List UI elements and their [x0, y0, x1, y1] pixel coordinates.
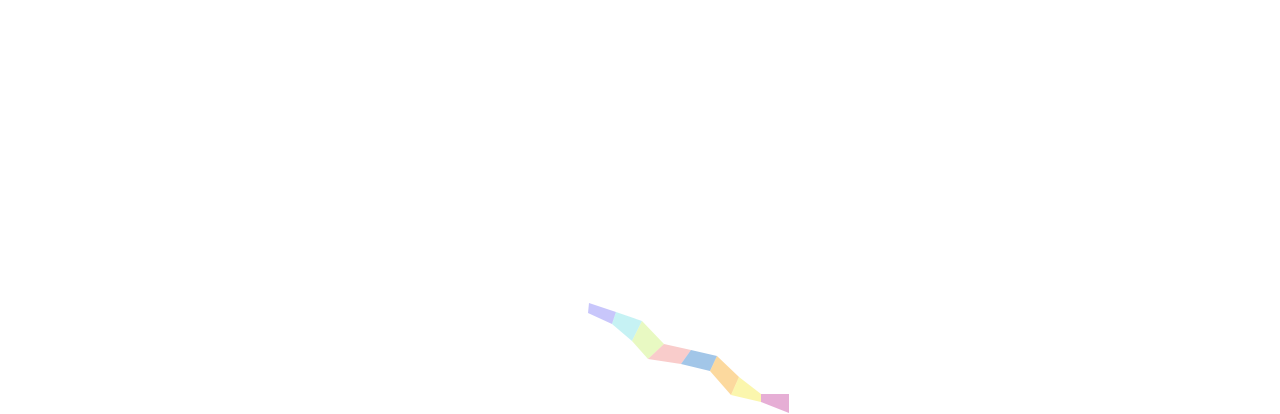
ribbon-segment-5	[681, 350, 717, 371]
ribbon-segment-2	[612, 312, 642, 341]
ribbon-segment-1	[588, 303, 616, 324]
ribbon-segment-7	[731, 377, 761, 402]
ribbon-segment-3	[632, 321, 664, 359]
ribbon-segment-4	[648, 344, 691, 364]
ribbon-segment-6	[710, 356, 739, 395]
ribbon-segment-8	[761, 394, 789, 413]
